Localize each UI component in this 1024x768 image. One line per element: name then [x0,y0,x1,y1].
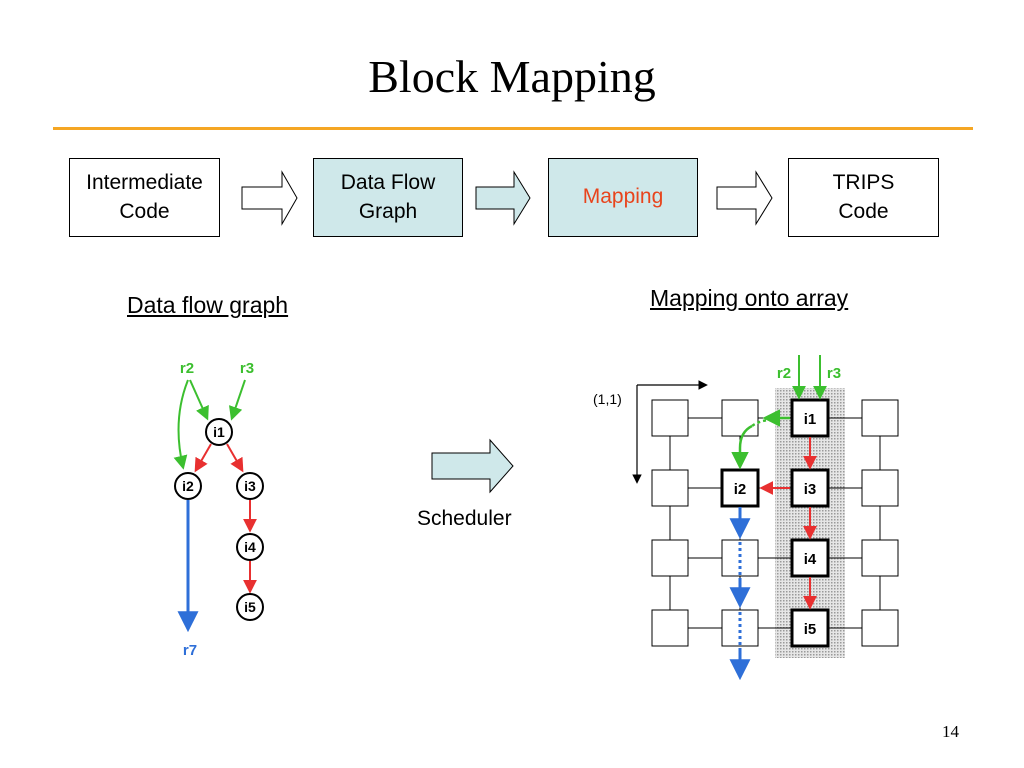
intermediate-code-box: Intermediate Code [69,158,220,237]
grid-tile-i4-label: i4 [804,551,817,568]
grid-tile-i5 [790,608,830,648]
route-r2-to-i2-dotted [751,418,773,428]
slide-title: Block Mapping [368,51,656,102]
dfg-node-i2-label: i2 [182,478,194,494]
mapping-box: Mapping [548,158,698,237]
dfg-node-i5 [236,593,264,621]
edge-i1-i3 [226,443,244,473]
title-divider [53,127,973,130]
pipeline-arrow-3 [716,170,773,226]
mapping-onto-array-heading: Mapping onto array [650,285,849,311]
dfg-node-i5-label: i5 [244,599,256,615]
edge-i1-i2 [194,443,212,473]
scheduler-arrow [431,438,514,494]
data-flow-graph-box: Data Flow Graph [313,158,463,237]
grid-tile [651,469,689,507]
grid-tile-i2 [720,468,760,508]
grid-tile [651,609,689,647]
grid-tile [721,609,759,647]
data-flow-graph-heading: Data flow graph [127,292,289,318]
grid-tile [861,539,899,577]
grid-tile-i1 [790,398,830,438]
dfg-node-i3-label: i3 [244,478,256,494]
origin-label: (1,1) [593,391,622,407]
edge-r3-i1 [229,379,246,421]
scheduler-label: Scheduler [417,507,512,530]
page-number: 14 [942,722,959,741]
dfg-node-i3 [236,472,264,500]
grid-tile [861,469,899,507]
pipeline-arrow-2 [475,170,531,226]
array-r3-label: r3 [827,365,841,382]
dfg-r2-label: r2 [180,360,194,377]
grid-tile [651,539,689,577]
grid-tile-i2-label: i2 [734,481,747,498]
dfg-node-i4 [236,533,264,561]
grid-tile-i5-label: i5 [804,621,817,638]
dfg-r7-label: r7 [183,642,197,659]
dfg-node-i2 [174,472,202,500]
route-r2-to-i2-down [731,424,753,470]
grid-tile [651,399,689,437]
pipeline-arrow-1 [241,170,298,226]
trips-code-box: TRIPS Code [788,158,939,237]
dfg-node-i1 [205,418,233,446]
dfg-node-i1-label: i1 [213,424,225,440]
grid-tile-i3-label: i3 [804,481,817,498]
grid-tile [861,399,899,437]
grid-tile-i3 [790,468,830,508]
grid-tile [721,539,759,577]
grid-tile-i4 [790,538,830,578]
grid-tile [861,609,899,647]
grid-tile [721,399,759,437]
edge-r2-i2 [173,379,189,470]
dfg-node-i4-label: i4 [244,539,256,555]
edge-r2-i1 [189,379,209,421]
dfg-r3-label: r3 [240,360,254,377]
grid-tile-i1-label: i1 [804,411,817,428]
array-r2-label: r2 [777,365,791,382]
